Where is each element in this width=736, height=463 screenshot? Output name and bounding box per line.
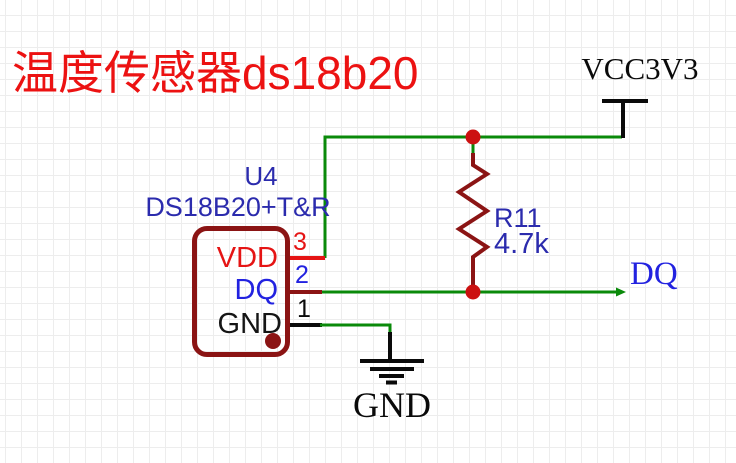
pin-number-1: 1 xyxy=(297,295,311,323)
gnd-earth-symbol xyxy=(360,359,424,385)
wire-vcc-net xyxy=(323,135,622,258)
component-marker-dot xyxy=(265,333,281,349)
wire-gnd-net xyxy=(320,323,392,334)
pin-name-vdd: VDD xyxy=(216,242,278,274)
pin-number-2: 2 xyxy=(295,261,309,289)
pin-number-3: 3 xyxy=(293,228,307,256)
resistor-designator: R11 xyxy=(494,203,542,233)
component-body xyxy=(192,226,290,357)
dq-wire-arrow xyxy=(616,287,626,297)
junction-dot-top xyxy=(465,129,481,145)
component-part-number: DS18B20+T&R xyxy=(145,192,331,222)
pin-name-dq: DQ xyxy=(234,274,279,306)
junction-dot-bottom xyxy=(465,284,481,300)
pin-name-gnd: GND xyxy=(217,308,282,340)
dq-net-label: DQ xyxy=(630,256,678,292)
component-designator: U4 xyxy=(244,161,278,191)
schematic-title: 温度传感器ds18b20 xyxy=(12,47,419,99)
resistor-value: 4.7k xyxy=(494,228,549,260)
gnd-net-label: GND xyxy=(353,385,431,425)
resistor-zigzag xyxy=(455,153,491,286)
vcc-power-symbol xyxy=(602,99,648,138)
vcc-net-label: VCC3V3 xyxy=(581,51,699,86)
